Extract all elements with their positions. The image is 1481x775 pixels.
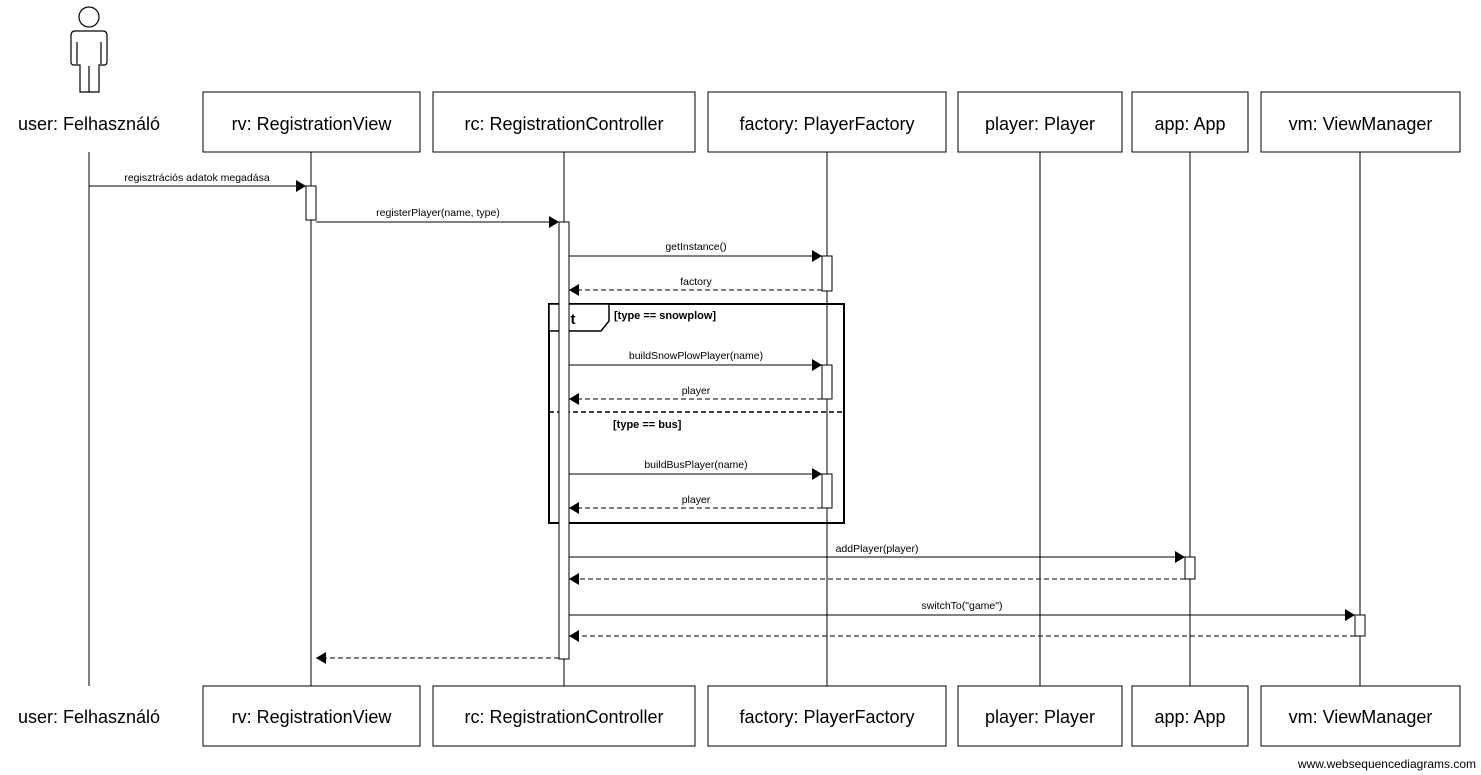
- message-label: addPlayer(player): [836, 543, 919, 555]
- participant-box-factory-bottom: [707, 685, 947, 747]
- message-label: buildSnowPlowPlayer(name): [629, 350, 763, 362]
- alt-condition-1: [type == snowplow]: [614, 310, 716, 322]
- activation-factory-1: [821, 255, 833, 292]
- watermark: www.websequencediagrams.com: [1297, 757, 1476, 771]
- message-label: registerPlayer(name, type): [376, 207, 500, 219]
- activation-app: [1184, 556, 1196, 580]
- activation-rv: [305, 185, 317, 221]
- message-label: player: [682, 494, 711, 506]
- participant-vm-top: vm: ViewManager: [1289, 114, 1433, 134]
- alt-condition-2: [type == bus]: [613, 419, 682, 431]
- message-label: factory: [680, 276, 712, 288]
- participant-player-bottom: player: Player: [985, 707, 1095, 727]
- participant-box-vm-top: [1260, 91, 1461, 153]
- participant-box-app-bottom: [1131, 685, 1249, 747]
- participant-rv-top: rv: RegistrationView: [232, 114, 393, 134]
- message-label: getInstance(): [665, 241, 726, 253]
- participant-box-factory-top: [707, 91, 947, 153]
- participant-app-bottom: app: App: [1154, 707, 1225, 727]
- activation-factory-2: [821, 364, 833, 400]
- message-label: switchTo("game"): [922, 600, 1003, 612]
- participant-box-rc-top: [432, 91, 696, 153]
- participant-user-bottom: user: Felhasználó: [18, 707, 160, 727]
- participant-factory-top: factory: PlayerFactory: [739, 114, 914, 134]
- participant-rc-top: rc: RegistrationController: [464, 114, 663, 134]
- message-label: player: [682, 385, 711, 397]
- participant-factory-bottom: factory: PlayerFactory: [739, 707, 914, 727]
- participant-box-app-top: [1131, 91, 1249, 153]
- participant-box-player-top: [957, 91, 1123, 153]
- participant-app-top: app: App: [1154, 114, 1225, 134]
- alt-frame: [548, 303, 845, 524]
- activation-rc: [558, 221, 570, 660]
- message-label: buildBusPlayer(name): [644, 459, 747, 471]
- activation-vm: [1354, 614, 1366, 637]
- participant-rc-bottom: rc: RegistrationController: [464, 707, 663, 727]
- participant-player-top: player: Player: [985, 114, 1095, 134]
- message-label: regisztrációs adatok megadása: [124, 172, 269, 184]
- participant-box-rc-bottom: [432, 685, 696, 747]
- activation-factory-3: [821, 473, 833, 509]
- participant-user-top: user: Felhasználó: [18, 114, 160, 134]
- participant-vm-bottom: vm: ViewManager: [1289, 707, 1433, 727]
- actor-icon: [70, 6, 108, 93]
- participant-box-rv-bottom: [202, 685, 421, 747]
- participant-rv-bottom: rv: RegistrationView: [232, 707, 393, 727]
- participant-box-player-bottom: [957, 685, 1123, 747]
- participant-box-rv-top: [202, 91, 421, 153]
- alt-fragment: alt [type == snowplow] [type == bus]: [548, 303, 845, 524]
- participant-box-vm-bottom: [1260, 685, 1461, 747]
